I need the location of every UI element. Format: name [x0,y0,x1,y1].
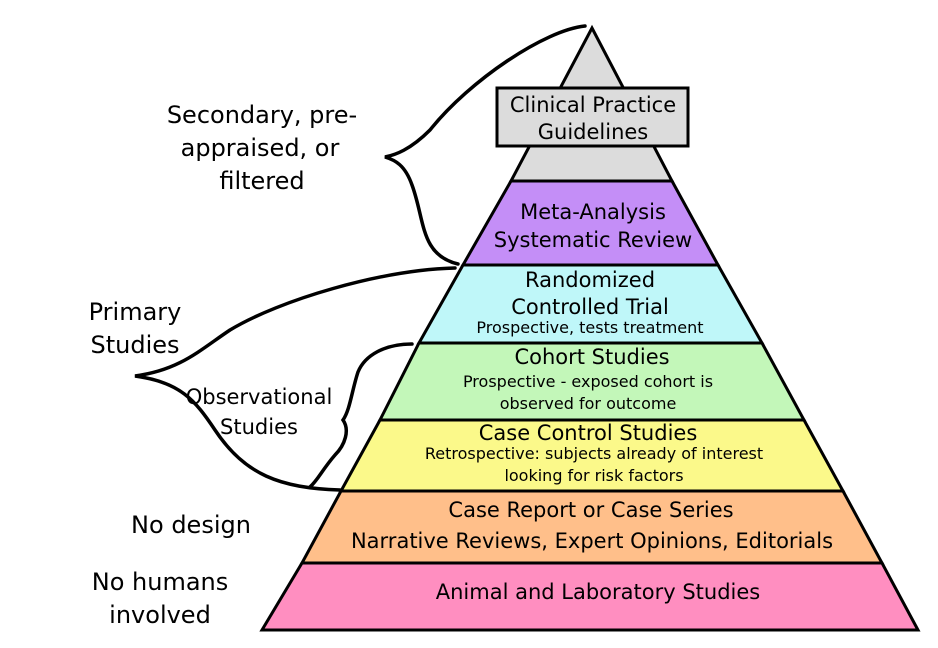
braces [134,24,587,492]
guidelines-label-box [495,86,690,148]
primary-label-line-1: Primary [89,298,182,326]
observational-brace [308,342,414,489]
secondary-label-line-2: appraised, or [181,134,340,162]
rct-label-line-2: Controlled Trial [511,295,669,319]
cohort-sublabel-line-2: observed for outcome [500,394,677,413]
pyramid-labels: Clinical Practice Guidelines Meta-Analys… [351,93,833,604]
observational-label-line-2: Studies [220,415,298,439]
observational-label-line-1: Observational [186,385,333,409]
case-report-label-line-2: Narrative Reviews, Expert Opinions, Edit… [351,529,833,553]
case-report-label-line-1: Case Report or Case Series [448,498,733,522]
secondary-brace [384,24,587,266]
pyramid [259,24,921,632]
rct-label-line-1: Randomized [525,268,655,292]
meta-label-line-2: Systematic Review [494,228,692,252]
no-humans-label-line-1: No humans [92,568,229,596]
meta-label-line-1: Meta-Analysis [520,200,666,224]
guidelines-label-line-1: Clinical Practice [510,93,676,117]
primary-brace [134,266,457,492]
case-control-label: Case Control Studies [479,421,698,445]
rct-sublabel: Prospective, tests treatment [476,318,703,337]
secondary-label-line-3: filtered [219,167,304,195]
secondary-label-line-1: Secondary, pre- [167,101,357,129]
cohort-label: Cohort Studies [514,345,669,369]
guidelines-label-line-2: Guidelines [538,120,649,144]
case-control-sublabel-line-2: looking for risk factors [504,466,683,485]
animal-label: Animal and Laboratory Studies [436,580,761,604]
no-humans-label-line-2: involved [109,601,211,629]
cohort-sublabel-line-1: Prospective - exposed cohort is [463,372,713,391]
no-design-label: No design [131,511,251,539]
primary-label-line-2: Studies [90,331,179,359]
case-control-sublabel-line-1: Retrospective: subjects already of inter… [425,444,763,463]
side-labels: Secondary, pre- appraised, or filtered P… [89,101,358,629]
